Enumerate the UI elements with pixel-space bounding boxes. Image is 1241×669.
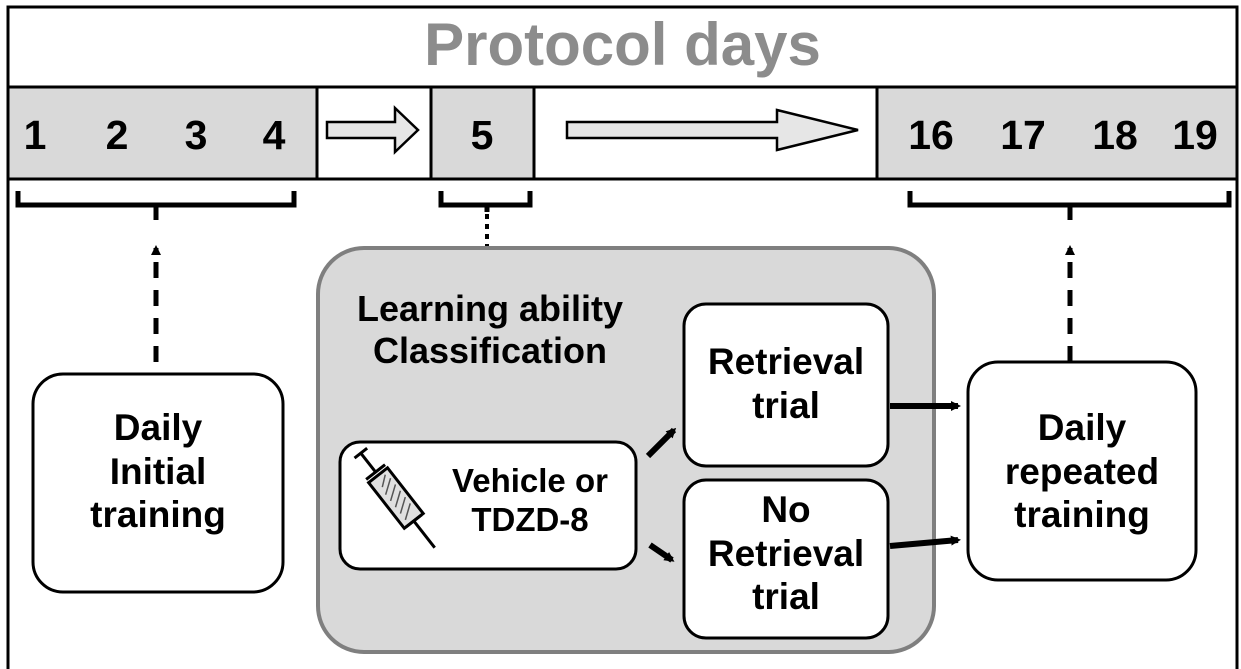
day-label: 19 (1172, 112, 1218, 158)
repeated-training-label: Daily repeated training (1004, 407, 1160, 536)
treatment-label: Vehicle or TDZD-8 (452, 462, 608, 538)
retrieval-box (682, 302, 890, 468)
bracket-days-1-4 (15, 191, 297, 220)
syringe-icon (353, 447, 436, 549)
initial-training-label: Daily Initial training (90, 407, 226, 536)
long-hollow-arrow (565, 108, 859, 152)
classification-label: Learning ability Classification (356, 288, 624, 372)
no-retrieval-label: No Retrieval trial (707, 489, 865, 618)
bracket-day-5 (438, 191, 533, 212)
arrow-to-no-retrieval (648, 542, 675, 563)
arrow-no-retrieval-to-repeated (889, 535, 961, 549)
day-label: 4 (262, 112, 286, 158)
short-hollow-arrow (325, 105, 420, 155)
initial-training-box (31, 372, 285, 594)
repeated-training-box (966, 360, 1198, 582)
days-16-19-cell (875, 85, 1239, 181)
bracket-days-16-19 (907, 191, 1232, 220)
page-title: Protocol days (424, 11, 821, 78)
day-label: 5 (470, 112, 494, 158)
day-label: 16 (908, 112, 954, 158)
no-retrieval-box (682, 478, 890, 640)
day-label: 17 (1000, 112, 1046, 158)
treatment-box (338, 440, 638, 571)
day-label: 1 (23, 112, 47, 158)
day-label: 3 (184, 112, 208, 158)
arrow-to-retrieval (645, 427, 677, 459)
days-1-4-cell (6, 85, 319, 181)
retrieval-label: Retrieval trial (707, 341, 865, 426)
day-label: 2 (105, 112, 129, 158)
day-label: 18 (1092, 112, 1138, 158)
